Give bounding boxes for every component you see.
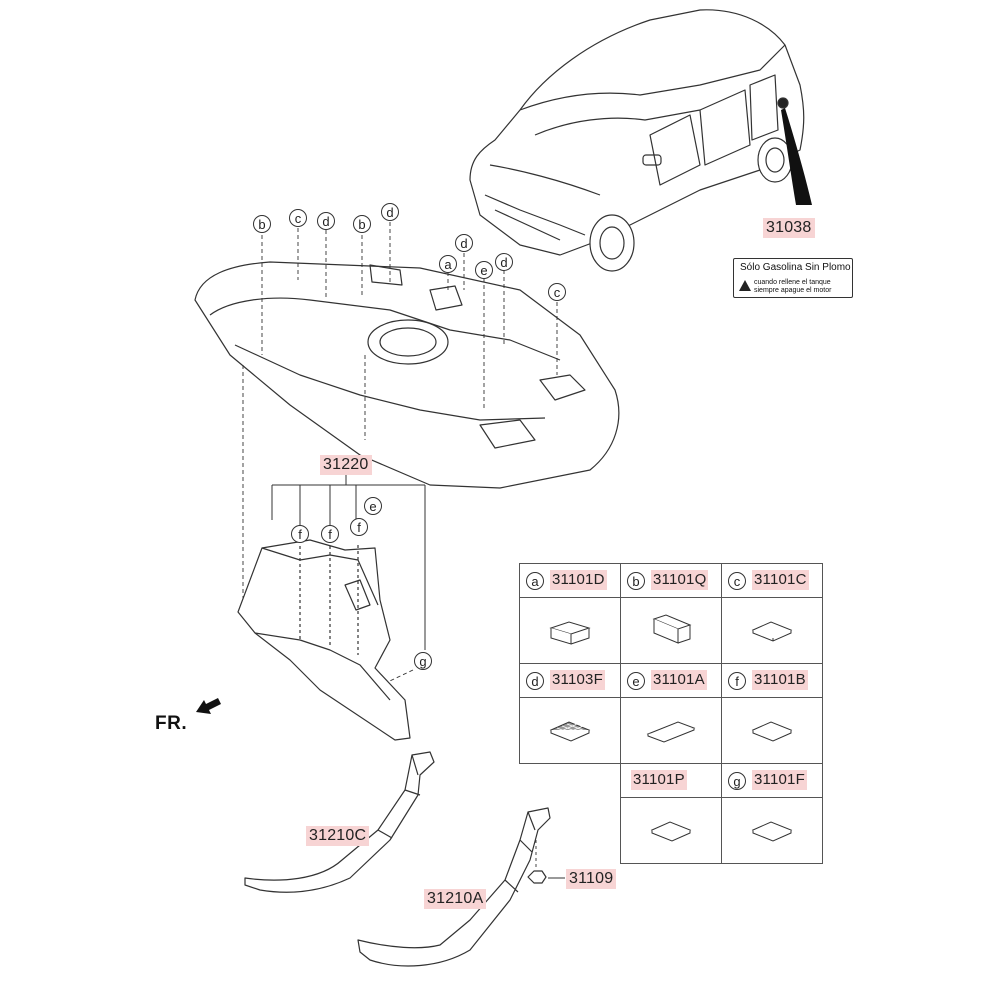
legend-callout: d bbox=[526, 672, 544, 690]
strap-c-illustration bbox=[244, 751, 435, 893]
tank-callout-b: b bbox=[253, 215, 271, 233]
legend-empty-cell bbox=[520, 798, 621, 864]
cover-callout-f: f bbox=[321, 525, 339, 543]
tank-callout-d: d bbox=[381, 203, 399, 221]
front-arrow-icon bbox=[196, 698, 221, 714]
cover-bracket-lines bbox=[271, 470, 426, 650]
legend-header-e: e 31101A bbox=[620, 663, 722, 698]
decal-line-3: siempre apague el motor bbox=[754, 287, 832, 294]
legend-part-number: 31101A bbox=[651, 670, 707, 690]
legend-callout: a bbox=[526, 572, 544, 590]
legend-header-c: c 31101C bbox=[721, 563, 823, 598]
cover-callout-g: g bbox=[414, 652, 432, 670]
legend-part-number: 31101F bbox=[752, 770, 807, 790]
square-pad-icon bbox=[751, 620, 793, 642]
legend-image-p bbox=[620, 797, 722, 864]
legend-header-f: f 31101B bbox=[721, 663, 823, 698]
part-number-31210c: 31210C bbox=[306, 826, 370, 846]
legend-empty-cell bbox=[520, 764, 621, 798]
tank-cover-illustration bbox=[237, 539, 411, 741]
long-pad-icon bbox=[646, 720, 696, 743]
legend-callout: f bbox=[728, 672, 746, 690]
legend-part-number: 31103F bbox=[550, 670, 605, 690]
warning-triangle-icon bbox=[739, 280, 751, 291]
legend-image-f bbox=[721, 697, 823, 764]
strap-a-illustration bbox=[357, 807, 551, 967]
legend-image-g bbox=[721, 797, 823, 864]
legend-part-number: 31101C bbox=[752, 570, 809, 590]
part-number-31210a: 31210A bbox=[424, 889, 487, 909]
part-number-31038: 31038 bbox=[763, 218, 815, 238]
legend-image-c bbox=[721, 597, 823, 664]
legend-header-g: g 31101F bbox=[721, 763, 823, 798]
legend-callout: b bbox=[627, 572, 645, 590]
legend-part-number: 31101Q bbox=[651, 570, 709, 590]
tank-callout-e: e bbox=[475, 261, 493, 279]
square-pad-icon bbox=[751, 820, 793, 842]
tall-block-pad-icon bbox=[652, 613, 692, 644]
legend-header-b: b 31101Q bbox=[620, 563, 722, 598]
nut-illustration bbox=[527, 840, 565, 884]
cover-callout-e: e bbox=[364, 497, 382, 515]
legend-part-number: 31101B bbox=[752, 670, 808, 690]
legend-part-number: 31101D bbox=[550, 570, 607, 590]
legend-image-d bbox=[519, 697, 621, 764]
square-pad-icon bbox=[751, 720, 793, 742]
mesh-pad-icon bbox=[549, 720, 591, 742]
cover-callout-f: f bbox=[291, 525, 309, 543]
square-pad-icon bbox=[650, 820, 692, 842]
tank-callout-c: c bbox=[548, 283, 566, 301]
legend-callout: g bbox=[728, 772, 746, 790]
tank-callout-c: c bbox=[289, 209, 307, 227]
tank-callout-a: a bbox=[439, 255, 457, 273]
legend-header-d: d 31103F bbox=[519, 663, 621, 698]
car-illustration bbox=[469, 9, 812, 272]
tank-callout-d: d bbox=[495, 253, 513, 271]
tank-callout-d: d bbox=[455, 234, 473, 252]
front-label: FR. bbox=[155, 713, 188, 734]
tank-callout-d: d bbox=[317, 212, 335, 230]
decal-line-1: Sólo Gasolina Sin Plomo bbox=[740, 262, 851, 273]
legend-header-p: 31101P bbox=[620, 763, 722, 798]
legend-image-b bbox=[620, 597, 722, 664]
legend-header-a: a 31101D bbox=[519, 563, 621, 598]
legend-callout: c bbox=[728, 572, 746, 590]
part-number-31220: 31220 bbox=[320, 455, 372, 475]
legend-image-e bbox=[620, 697, 722, 764]
part-number-31109: 31109 bbox=[566, 869, 617, 889]
fuel-tank-illustration bbox=[194, 261, 620, 489]
decal-line-2: cuando rellene el tanque bbox=[754, 279, 831, 286]
legend-callout: e bbox=[627, 672, 645, 690]
cover-callout-f: f bbox=[350, 518, 368, 536]
legend-part-number: 31101P bbox=[631, 770, 687, 790]
block-pad-icon bbox=[549, 620, 591, 645]
legend-image-a bbox=[519, 597, 621, 664]
fuel-decal: Sólo Gasolina Sin Plomo cuando rellene e… bbox=[733, 258, 853, 298]
tank-callout-b: b bbox=[353, 215, 371, 233]
